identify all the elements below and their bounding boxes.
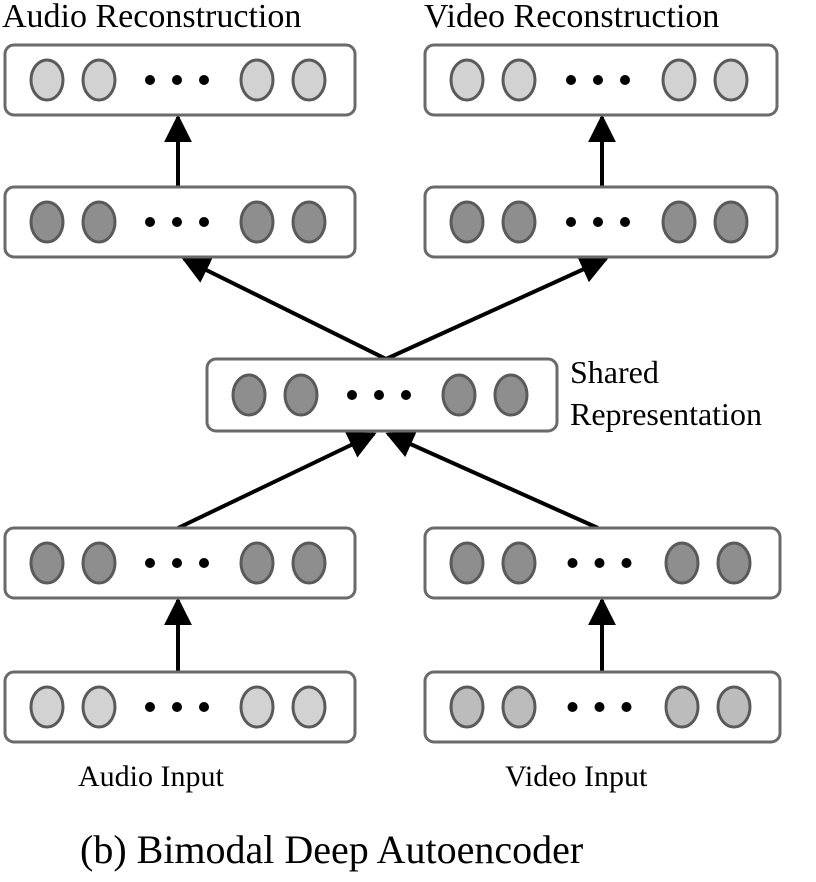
ellipsis-dot <box>172 217 182 227</box>
ellipsis-dot <box>594 558 605 568</box>
neuron-node <box>283 373 319 417</box>
ellipsis-dot <box>593 217 603 227</box>
neuron-node <box>81 541 117 585</box>
audio-reconstruction-label: Audio Reconstruction <box>2 0 302 35</box>
neuron-node <box>239 685 275 729</box>
neuron-node <box>501 58 537 102</box>
arrow-video-encoder-hidden-layer-to-shared-representation-layer <box>385 431 599 530</box>
figure-caption: (b) Bimodal Deep Autoencoder <box>80 827 584 872</box>
neuron-node <box>501 200 537 244</box>
video-reconstruction-layer <box>423 43 779 117</box>
neuron-node <box>664 541 700 585</box>
arrow-shared-representation-layer-to-video-decoder-hidden-layer <box>385 256 609 361</box>
neuron-node <box>231 373 267 417</box>
arrow-audio-encoder-hidden-layer-to-shared-representation-layer <box>177 432 377 530</box>
neuron-node <box>291 200 327 244</box>
shared-representation-layer <box>205 357 559 433</box>
neuron-node <box>713 200 749 244</box>
neuron-node <box>449 58 485 102</box>
neuron-node <box>449 685 485 729</box>
ellipsis-dot <box>145 702 155 712</box>
ellipsis-dot <box>566 75 576 85</box>
neuron-node <box>716 685 752 729</box>
ellipsis-dot <box>347 390 357 400</box>
shared-label-line2: Representation <box>570 396 762 432</box>
neuron-node <box>291 58 327 102</box>
ellipsis-dot <box>172 75 182 85</box>
video-reconstruction-label: Video Reconstruction <box>424 0 720 35</box>
arrow-shared-representation-layer-to-audio-decoder-hidden-layer <box>181 257 387 361</box>
ellipsis-dot <box>401 390 411 400</box>
neuron-node <box>81 685 117 729</box>
neuron-node <box>493 373 529 417</box>
ellipsis-dot <box>145 558 155 568</box>
neuron-node <box>29 58 65 102</box>
ellipsis-dot <box>199 75 209 85</box>
audio-input-layer <box>3 670 357 744</box>
neuron-node <box>239 58 275 102</box>
neuron-node <box>29 541 65 585</box>
ellipsis-dot <box>145 75 155 85</box>
shared-label-line1: Shared <box>570 354 659 390</box>
neuron-node <box>661 58 697 102</box>
neuron-node <box>716 541 752 585</box>
ellipsis-dot <box>566 217 576 227</box>
ellipsis-dot <box>621 558 632 568</box>
ellipsis-dot <box>621 702 632 712</box>
neuron-node <box>81 58 117 102</box>
ellipsis-dot <box>620 217 630 227</box>
video-encoder-hidden-layer <box>423 526 782 600</box>
video-decoder-hidden-layer <box>423 185 779 259</box>
ellipsis-dot <box>172 558 182 568</box>
ellipsis-dot <box>172 702 182 712</box>
neuron-node <box>501 685 537 729</box>
neuron-node <box>661 200 697 244</box>
audio-input-label: Audio Input <box>78 760 224 793</box>
neuron-node <box>29 200 65 244</box>
ellipsis-dot <box>567 558 578 568</box>
ellipsis-dot <box>567 702 578 712</box>
neuron-node <box>29 685 65 729</box>
ellipsis-dot <box>145 217 155 227</box>
audio-reconstruction-layer <box>3 43 357 117</box>
ellipsis-dot <box>374 390 384 400</box>
neuron-node <box>501 541 537 585</box>
neuron-node <box>441 373 477 417</box>
neuron-node <box>449 541 485 585</box>
video-input-label: Video Input <box>505 760 648 793</box>
audio-decoder-hidden-layer <box>3 185 357 259</box>
neuron-node <box>239 200 275 244</box>
ellipsis-dot <box>199 217 209 227</box>
video-input-layer <box>423 670 782 744</box>
neuron-node <box>664 685 700 729</box>
neuron-node <box>81 200 117 244</box>
ellipsis-dot <box>594 702 605 712</box>
neuron-node <box>713 58 749 102</box>
neuron-node <box>449 200 485 244</box>
neuron-node <box>291 685 327 729</box>
neuron-node <box>291 541 327 585</box>
audio-encoder-hidden-layer <box>3 526 357 600</box>
ellipsis-dot <box>593 75 603 85</box>
ellipsis-dot <box>199 702 209 712</box>
neuron-node <box>239 541 275 585</box>
ellipsis-dot <box>620 75 630 85</box>
ellipsis-dot <box>199 558 209 568</box>
